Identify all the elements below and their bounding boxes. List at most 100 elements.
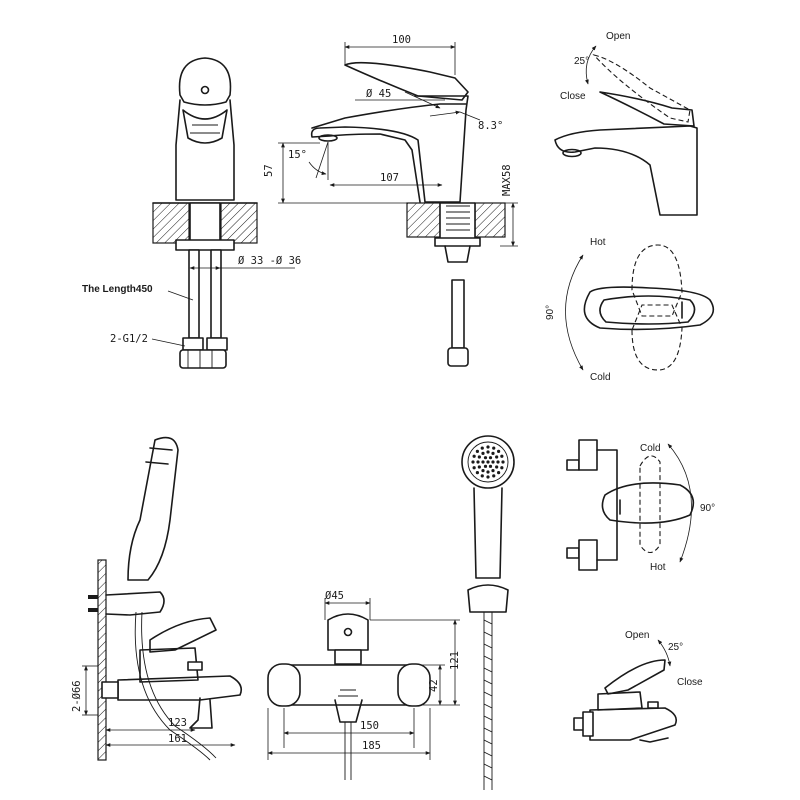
shower-handle bbox=[473, 487, 503, 579]
handle-cap bbox=[178, 57, 232, 106]
nozzle-dot bbox=[477, 465, 481, 469]
rotation-body bbox=[596, 449, 618, 561]
nozzle-dot bbox=[475, 471, 479, 475]
nozzle-dot bbox=[475, 449, 479, 453]
nozzle-dot bbox=[481, 451, 485, 455]
nozzle-dot bbox=[476, 460, 480, 464]
handle-dia-label: Ø 45 bbox=[366, 88, 391, 100]
tap-body-lever-view bbox=[554, 125, 698, 216]
nozzle-dot bbox=[480, 474, 484, 478]
nozzle-dot bbox=[483, 456, 488, 460]
nozzle-dot bbox=[491, 460, 495, 464]
reach-label: 107 bbox=[380, 172, 399, 184]
nozzle-dot bbox=[481, 460, 485, 464]
nozzle-dot bbox=[486, 445, 490, 449]
shower-nozzles bbox=[471, 445, 505, 479]
tap-body-side bbox=[310, 95, 469, 203]
width-front-label: 185 bbox=[362, 740, 381, 752]
basin-lever-rotation-view: Open 25° Close bbox=[554, 31, 698, 216]
bath-body-side bbox=[117, 675, 243, 701]
top-hot-dashed bbox=[631, 244, 683, 317]
hose-nuts bbox=[179, 349, 227, 369]
lever-open-dashed bbox=[592, 54, 691, 123]
nozzle-dot bbox=[497, 471, 501, 475]
nozzle-dot bbox=[495, 455, 499, 459]
spout-top bbox=[311, 103, 467, 129]
basin-mixer-side-view: 100 Ø 45 8.3° 15° 57 107 bbox=[263, 34, 518, 367]
angle-label: 25° bbox=[574, 56, 589, 67]
front-handle-dia-label: Ø45 bbox=[325, 590, 344, 602]
nozzle-dot bbox=[492, 474, 496, 478]
bath-rotation-view: Cold 90° Hot bbox=[566, 439, 715, 573]
nozzle-dot bbox=[500, 454, 504, 458]
cold-label: Cold bbox=[590, 372, 611, 383]
bath-mixer-side-view: 2-Ø66 123 161 bbox=[71, 436, 243, 761]
height-body-label: 42 bbox=[428, 679, 440, 692]
nozzle-dot bbox=[483, 464, 488, 468]
nozzle-dot bbox=[500, 466, 504, 470]
bath-open-label: Open bbox=[625, 630, 649, 641]
hose-right bbox=[210, 249, 222, 339]
height-total-label: 121 bbox=[449, 651, 461, 670]
nozzle-dot bbox=[496, 460, 500, 464]
close-label: Close bbox=[560, 91, 586, 102]
nozzle-dot bbox=[472, 454, 476, 458]
nut-plate bbox=[175, 239, 235, 251]
wall-section bbox=[97, 559, 107, 761]
bath-mixer-front-view: Ø45 121 42 150 185 bbox=[267, 590, 461, 780]
bath-lever-closed bbox=[604, 659, 666, 695]
nozzle-dot bbox=[491, 451, 495, 455]
centres-label: 150 bbox=[360, 720, 379, 732]
nozzle-dot bbox=[486, 450, 490, 454]
nozzle-dot bbox=[477, 455, 481, 459]
rotation-lever bbox=[601, 482, 695, 524]
inlet-dia-label: 2-Ø66 bbox=[71, 680, 83, 712]
rot-cold-label: Cold bbox=[640, 443, 661, 454]
nozzle-dot bbox=[492, 446, 496, 450]
top-body-outline bbox=[583, 286, 715, 331]
shower-holder bbox=[467, 584, 509, 613]
width-label: 100 bbox=[392, 34, 411, 46]
nozzle-dot bbox=[481, 469, 485, 473]
rot-angle-label: 90° bbox=[700, 503, 715, 514]
thread-label: 2-G1/2 bbox=[110, 333, 148, 345]
nozzle-dot bbox=[486, 470, 490, 474]
tap-body bbox=[175, 99, 235, 201]
nozzle-dot bbox=[486, 460, 490, 464]
nozzle-dot bbox=[472, 466, 476, 470]
lever-handle bbox=[344, 61, 469, 101]
hand-shower-side bbox=[127, 436, 179, 581]
spout-front bbox=[182, 109, 228, 144]
nozzle-dot bbox=[486, 475, 490, 479]
bath-close-label: Close bbox=[677, 677, 703, 688]
lever-closed bbox=[599, 91, 695, 127]
rot-hot-label: Hot bbox=[650, 562, 666, 573]
shower-head bbox=[461, 435, 515, 489]
nozzle-dot bbox=[488, 456, 493, 460]
deck-left bbox=[152, 202, 190, 244]
nozzle-dot bbox=[488, 464, 493, 468]
reach-short-label: 123 bbox=[168, 717, 187, 729]
hole-dia-label: Ø 33 -Ø 36 bbox=[238, 255, 301, 267]
basin-top-view: Hot 90° Cold bbox=[545, 237, 715, 383]
nozzle-dot bbox=[480, 446, 484, 450]
nozzle-dot bbox=[497, 449, 501, 453]
height-label: 57 bbox=[263, 164, 275, 177]
max-deck-label: MAX58 bbox=[501, 164, 513, 196]
bath-lever-view: Open 25° Close bbox=[573, 630, 703, 743]
rotation-angle-label: 90° bbox=[545, 305, 556, 320]
hose-left bbox=[188, 249, 200, 339]
indicator-dot bbox=[200, 85, 210, 95]
deck-right bbox=[220, 202, 258, 244]
spout-angle-label: 15° bbox=[288, 149, 307, 161]
nozzle-dot bbox=[471, 460, 475, 464]
bath-angle-label: 25° bbox=[668, 642, 683, 653]
nozzle-dot bbox=[495, 465, 499, 469]
top-cold-dashed bbox=[631, 304, 683, 371]
hose-length-label: The Length450 bbox=[82, 284, 153, 295]
nozzle-dot bbox=[501, 460, 505, 464]
open-label: Open bbox=[606, 31, 630, 42]
reach-long-label: 161 bbox=[168, 733, 187, 745]
hand-shower-front bbox=[461, 435, 515, 790]
